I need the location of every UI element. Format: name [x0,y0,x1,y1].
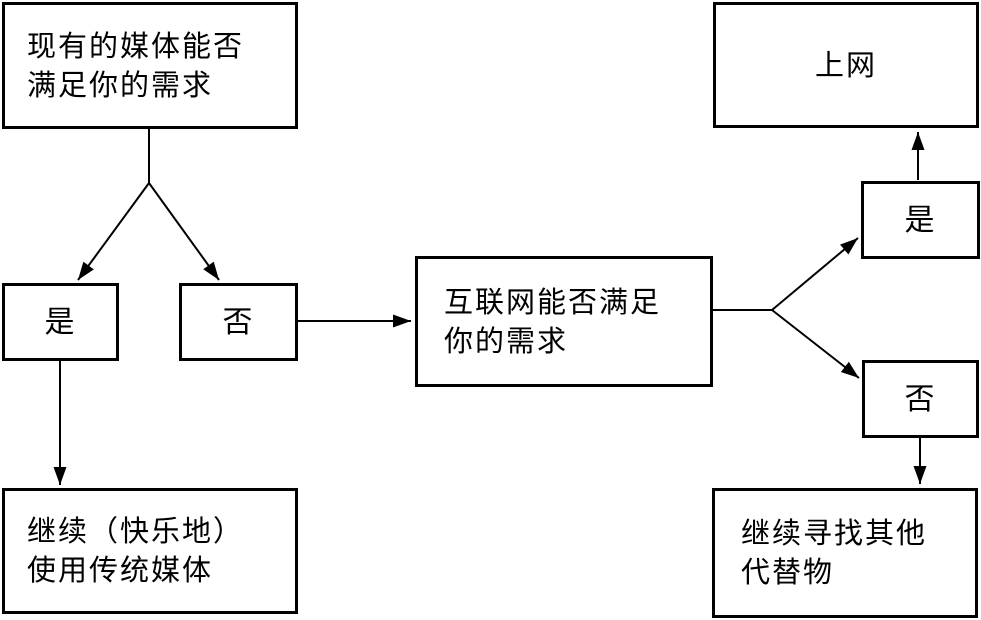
node-label-line: 使用传统媒体 [27,553,214,587]
node-label-line: 互联网能否满足 [444,284,662,319]
node-yes-left: 是 [2,283,119,361]
node-label: 是 [44,304,77,340]
node-go-online: 上网 [713,2,979,128]
node-label-line: 满足你的需求 [27,67,214,102]
node-label: 是 [904,202,937,238]
node-continue-find-alternatives: 继续寻找其他 代替物 [712,488,978,618]
node-label: 否 [222,304,255,340]
node-continue-traditional-media: 继续（快乐地） 使用传统媒体 [2,488,298,614]
node-question-internet: 互联网能否满足 你的需求 [415,256,713,387]
node-label-line: 你的需求 [444,323,569,358]
arrow-q1-to-no-left [148,182,220,281]
node-label-line: 继续寻找其他 [741,516,928,550]
node-yes-right: 是 [861,181,980,259]
arrow-q1-to-yes-left [77,182,150,281]
node-label-line: 现有的媒体能否 [27,28,245,63]
node-label-line: 继续（快乐地） [27,514,245,548]
arrow-q2-to-yes-right [771,237,859,311]
node-label-line: 代替物 [741,555,835,589]
arrow-q2-to-no-right [771,309,860,379]
node-no-left: 否 [179,283,298,361]
node-question-existing-media: 现有的媒体能否 满足你的需求 [2,2,298,129]
node-label: 否 [904,381,937,417]
node-label: 上网 [814,47,877,82]
node-no-right: 否 [862,360,979,438]
